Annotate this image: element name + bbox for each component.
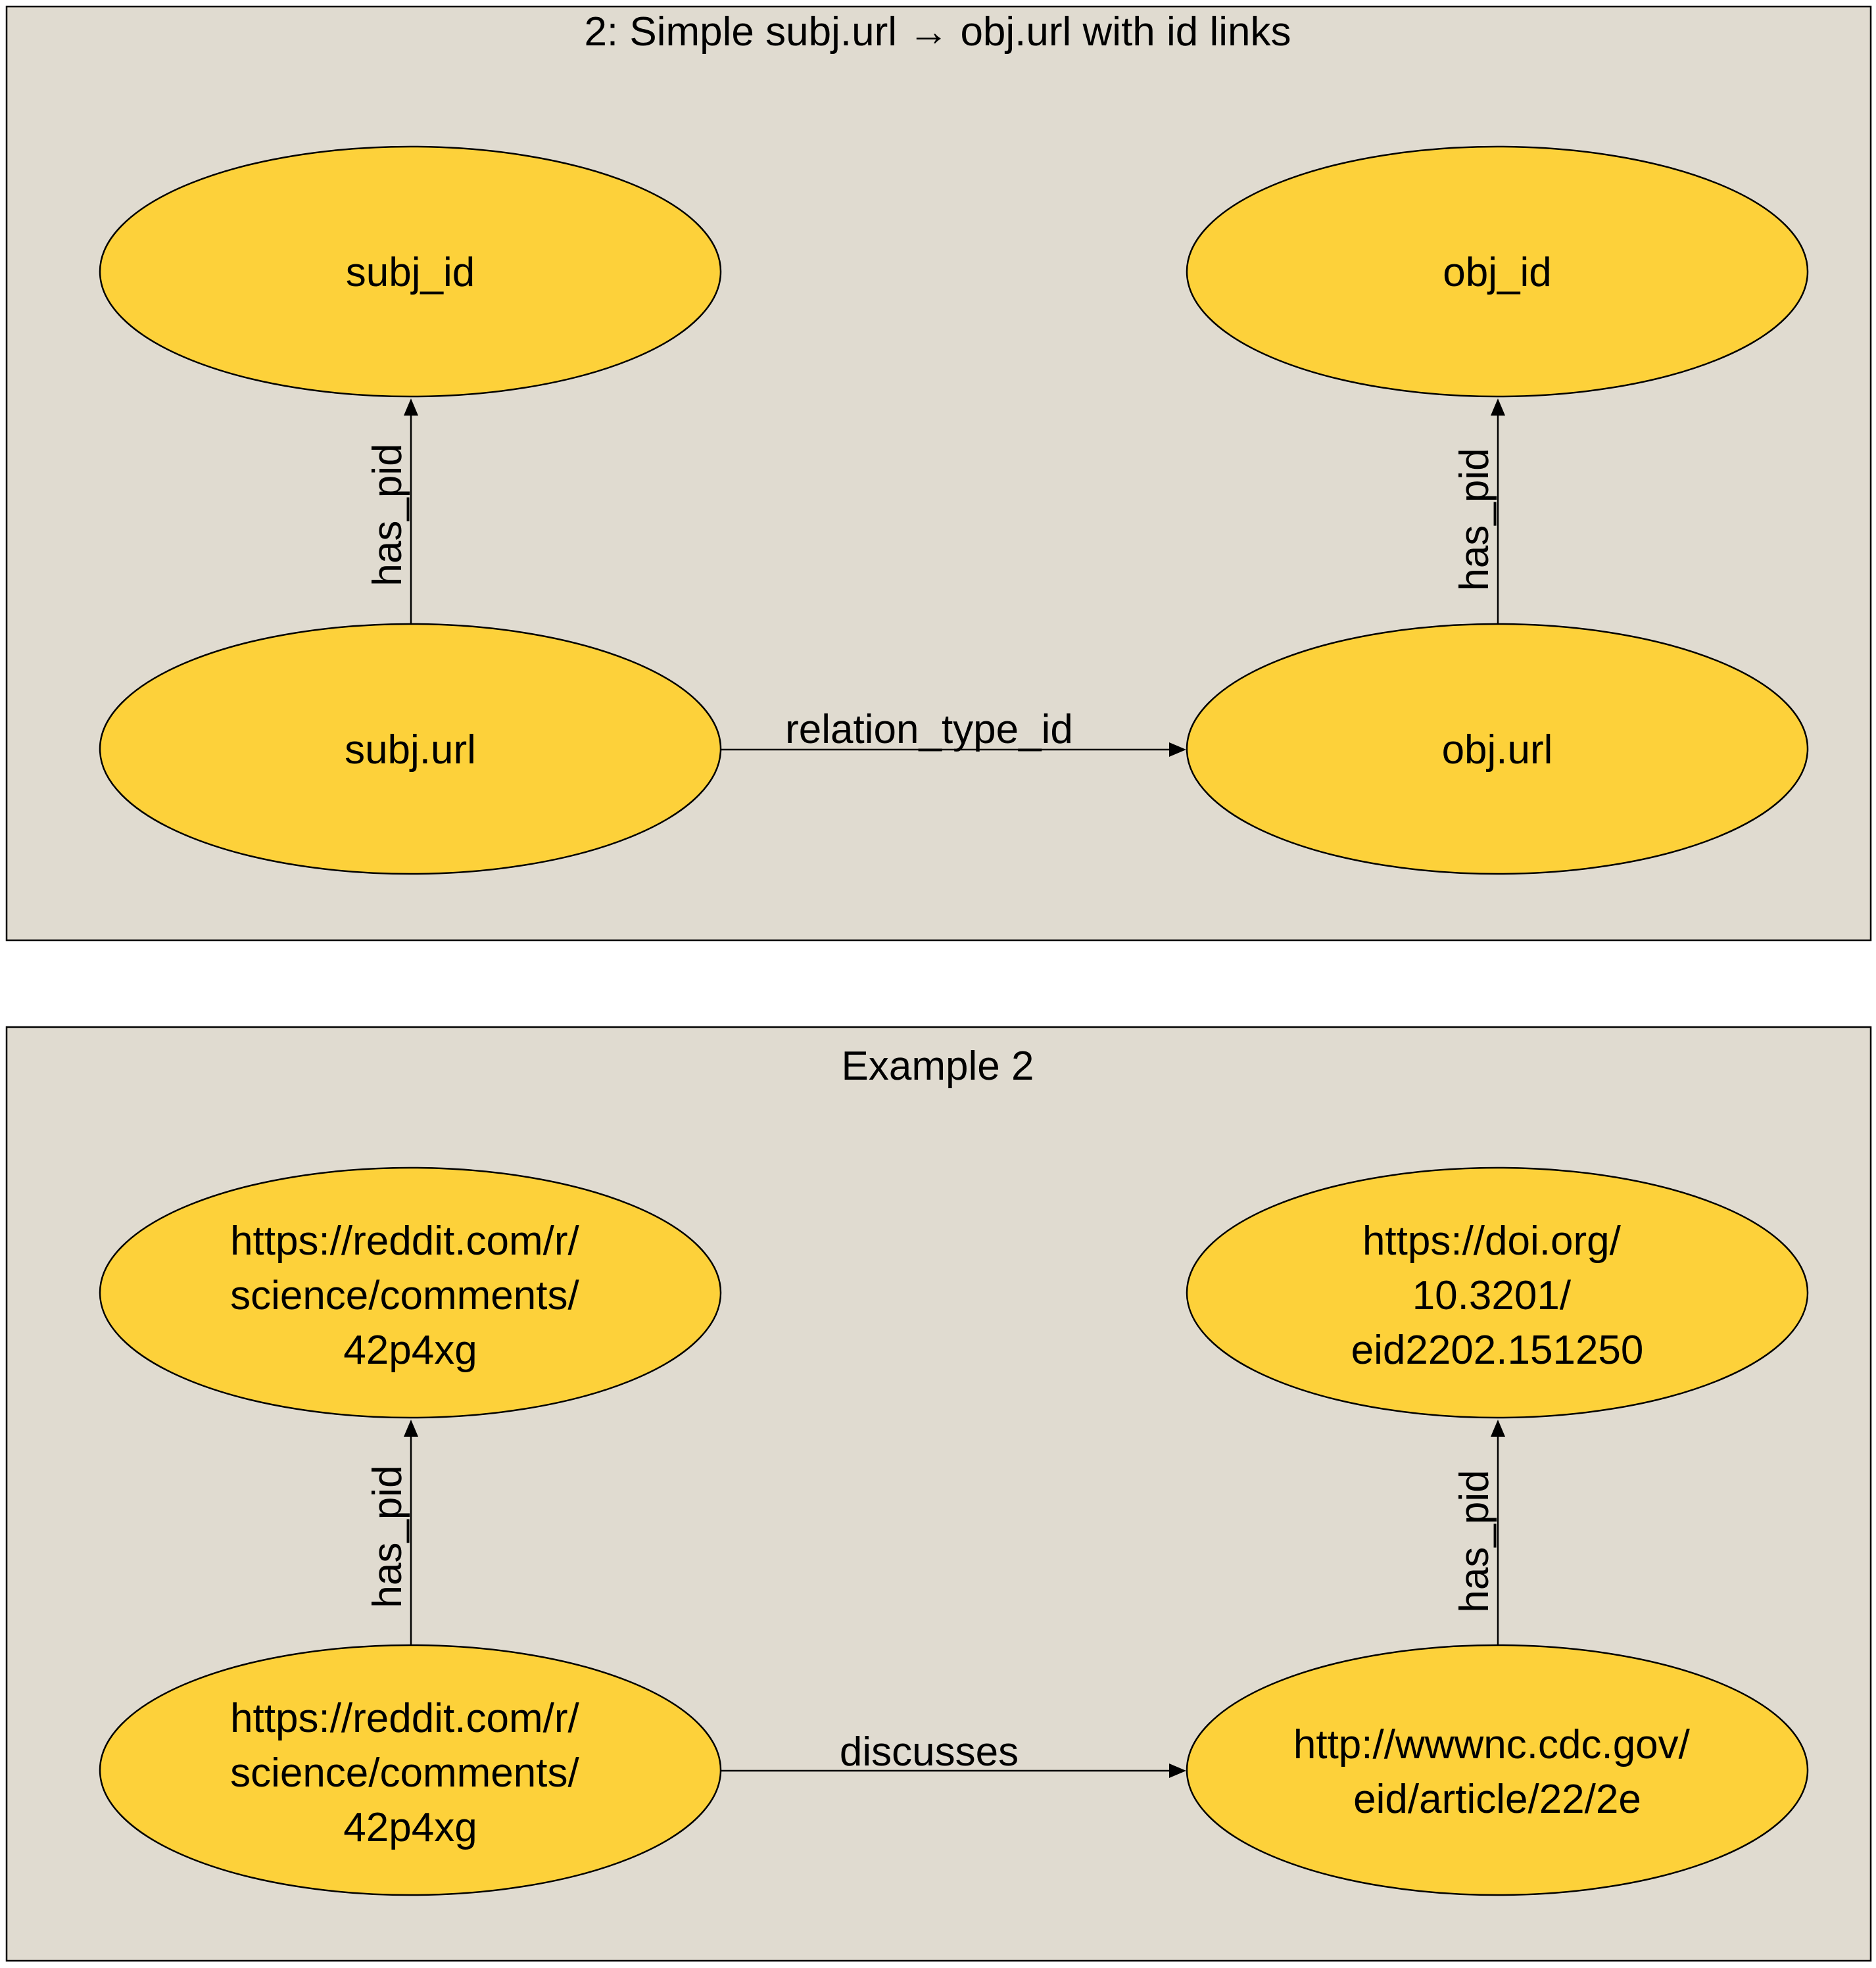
edge-example-obj-has-pid-label: has_pid (1452, 1470, 1497, 1612)
node-obj-url-line-1: obj.url (1442, 727, 1553, 773)
edge-example-relation-arrowhead (1169, 1764, 1186, 1778)
edge-example-subj-has-pid-label: has_pid (365, 1465, 410, 1608)
edge-relation-arrowhead (1169, 742, 1186, 757)
node-obj-id-shape (1186, 145, 1809, 398)
edge-example-subj-has-pid-arrowhead (404, 1420, 418, 1437)
edge-subj-has-pid-arrowhead (404, 398, 418, 416)
node-example-obj-url-line-1: http://wwwnc.cdc.gov/ (1293, 1722, 1691, 1767)
node-subj-id-line-1: subj_id (346, 250, 475, 295)
node-example-subj-id-line-2: science/comments/ (230, 1273, 579, 1318)
node-obj-id: obj_id (1186, 145, 1809, 398)
node-example-subj-id-label: https://reddit.com/r/ science/comments/ … (230, 1218, 590, 1373)
node-example-obj-id-line-1: https://doi.org/ (1362, 1218, 1622, 1264)
edge-example-relation-label: discusses (840, 1729, 1019, 1775)
node-example-subj-url-label: https://reddit.com/r/ science/comments/ … (230, 1696, 590, 1850)
node-subj-url: subj.url (99, 623, 722, 875)
node-example-obj-id: https://doi.org/ 10.3201/ eid2202.151250 (1186, 1166, 1809, 1419)
node-example-subj-url: https://reddit.com/r/ science/comments/ … (99, 1644, 722, 1896)
node-example-obj-id-line-2: 10.3201/ (1412, 1273, 1572, 1318)
edge-obj-has-pid-arrowhead (1491, 398, 1505, 416)
node-example-subj-url-line-3: 42p4xg (343, 1805, 477, 1850)
panel-example: Example 2 has_pid has_pid discusses http… (5, 1026, 1872, 1962)
node-subj-id-label: subj_id (346, 250, 475, 295)
edge-example-subj-has-pid: has_pid (365, 1420, 418, 1645)
node-obj-id-line-1: obj_id (1443, 250, 1551, 295)
node-example-obj-url-line-2: eid/article/22/2e (1353, 1777, 1641, 1822)
node-obj-url: obj.url (1186, 623, 1809, 875)
node-example-obj-id-shape (1186, 1166, 1809, 1419)
edge-obj-has-pid: has_pid (1452, 398, 1505, 623)
node-subj-id-shape (99, 145, 722, 398)
node-example-obj-url-label: http://wwwnc.cdc.gov/ eid/article/22/2e (1293, 1722, 1701, 1822)
node-example-obj-url-shape (1186, 1644, 1809, 1896)
edge-subj-has-pid: has_pid (365, 398, 418, 623)
node-subj-url-line-1: subj.url (345, 727, 476, 773)
panel-schema: 2: Simple subj.url → obj.url with id lin… (5, 5, 1872, 942)
node-obj-url-shape (1186, 623, 1809, 875)
edge-relation: relation_type_id (721, 707, 1186, 757)
node-subj-id: subj_id (99, 145, 722, 398)
node-obj-url-label: obj.url (1442, 727, 1553, 773)
panel-schema-title: 2: Simple subj.url → obj.url with id lin… (584, 9, 1291, 55)
node-example-subj-url-line-2: science/comments/ (230, 1750, 579, 1796)
node-example-obj-id-label: https://doi.org/ 10.3201/ eid2202.151250 (1351, 1218, 1644, 1373)
node-example-subj-url-shape (99, 1644, 722, 1896)
node-example-subj-id-line-3: 42p4xg (343, 1328, 477, 1373)
node-example-obj-url: http://wwwnc.cdc.gov/ eid/article/22/2e (1186, 1644, 1809, 1896)
node-obj-id-label: obj_id (1443, 250, 1551, 295)
edge-example-relation: discusses (721, 1729, 1186, 1778)
panel-example-title: Example 2 (842, 1044, 1034, 1089)
node-example-obj-id-line-3: eid2202.151250 (1351, 1328, 1644, 1373)
node-example-subj-url-line-1: https://reddit.com/r/ (230, 1696, 579, 1741)
edge-subj-has-pid-label: has_pid (365, 443, 410, 586)
node-subj-url-shape (99, 623, 722, 875)
edge-obj-has-pid-label: has_pid (1452, 448, 1497, 590)
node-example-subj-id-line-1: https://reddit.com/r/ (230, 1218, 579, 1264)
node-example-subj-id-shape (99, 1166, 722, 1419)
node-example-subj-id: https://reddit.com/r/ science/comments/ … (99, 1166, 722, 1419)
edge-example-obj-has-pid: has_pid (1452, 1420, 1505, 1645)
node-subj-url-label: subj.url (345, 727, 476, 773)
edge-relation-label: relation_type_id (785, 707, 1073, 752)
edge-example-obj-has-pid-arrowhead (1491, 1420, 1505, 1437)
